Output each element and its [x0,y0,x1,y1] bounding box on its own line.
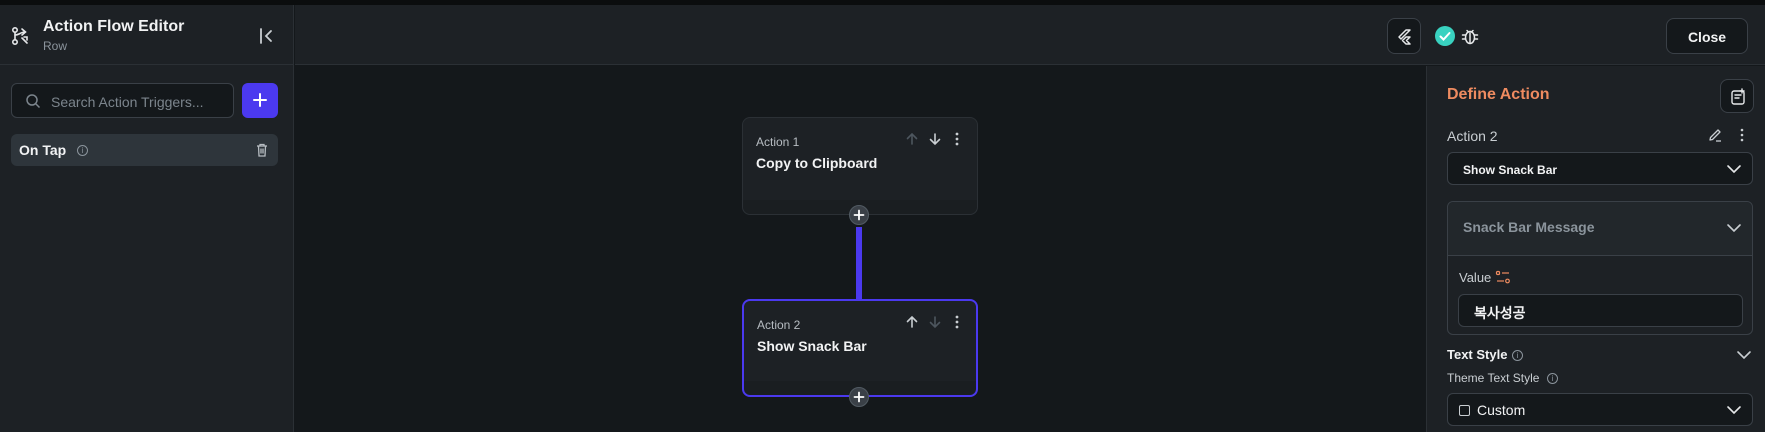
left-panel: Action Flow Editor Row Search Action Tri… [0,5,294,432]
panel-title: Define Action [1447,86,1550,103]
add-action-button[interactable] [849,387,869,407]
chevron-down-icon[interactable] [1736,349,1752,361]
plus-icon [853,209,865,221]
bug-icon[interactable] [1460,26,1480,46]
editor-title: Action Flow Editor [43,18,185,35]
arrow-down-icon[interactable] [927,314,943,330]
flow-connector [856,227,862,331]
value-input[interactable]: 복사성공 [1458,294,1743,327]
action-node-1[interactable]: Action 1 Copy to Clipboard [742,117,978,215]
chevron-down-icon [1727,165,1741,174]
search-input[interactable]: Search Action Triggers... [11,83,234,118]
action-type-value: Show Snack Bar [1463,163,1558,177]
node-name: Copy to Clipboard [756,155,878,171]
info-icon[interactable]: i [77,145,88,156]
text-style-label: Text Style [1447,347,1508,362]
close-button[interactable]: Close [1666,18,1748,54]
check-icon[interactable] [1434,25,1456,47]
arrow-down-icon[interactable] [927,131,943,147]
add-note-icon [1731,88,1745,105]
more-vert-icon[interactable] [1734,127,1750,143]
more-vert-icon[interactable] [949,131,965,147]
add-note-button[interactable] [1720,79,1754,113]
theme-text-style-select[interactable]: Custom [1447,393,1753,426]
test-mode-group [1428,18,1484,54]
node-label: Action 2 [757,318,801,332]
trigger-item-on-tap[interactable]: On Tap i [11,134,278,166]
action-flow-canvas[interactable]: Action 1 Copy to Clipboard Action 2 Show… [295,66,1425,432]
arrow-up-icon[interactable] [904,314,920,330]
snack-bar-message-group: Snack Bar Message Value 복사성공 [1447,201,1753,335]
collapse-icon[interactable] [256,25,278,47]
add-action-button[interactable] [849,205,869,225]
info-icon[interactable]: i [1547,373,1558,384]
theme-text-style-value: Custom [1477,402,1526,418]
chevron-down-icon [1727,224,1741,233]
trash-icon[interactable] [254,142,270,158]
search-placeholder: Search Action Triggers... [51,94,204,110]
flutter-button[interactable] [1387,18,1421,54]
value-text: 복사성공 [1474,305,1526,321]
variable-icon[interactable] [1495,269,1511,285]
search-icon [26,94,41,109]
close-label: Close [1687,29,1727,45]
value-label: Value [1459,270,1492,285]
node-name: Show Snack Bar [757,338,867,354]
editor-subtitle: Row [43,39,68,53]
group-header[interactable]: Snack Bar Message [1448,202,1752,256]
action-number-label: Action 2 [1447,128,1498,144]
node-label: Action 1 [756,135,800,149]
top-strip [0,0,1765,5]
custom-checkbox[interactable] [1459,405,1470,416]
group-title: Snack Bar Message [1463,219,1595,235]
theme-text-style-label: Theme Text Style [1447,371,1540,385]
arrow-up-icon[interactable] [904,131,920,147]
add-trigger-button[interactable] [242,83,278,118]
flow-icon [11,26,28,46]
chevron-down-icon [1727,406,1741,415]
top-bar: Close [295,5,1765,65]
action-type-select[interactable]: Show Snack Bar [1447,152,1753,185]
plus-icon [853,391,865,403]
plus-icon [253,93,267,107]
edit-icon[interactable] [1707,127,1723,143]
info-icon[interactable]: i [1512,350,1523,361]
action-node-2[interactable]: Action 2 Show Snack Bar [742,299,978,397]
trigger-label: On Tap [19,142,67,158]
define-action-panel: Define Action Action 2 Show Snack Bar Sn… [1426,66,1765,432]
more-vert-icon[interactable] [949,314,965,330]
left-panel-header: Action Flow Editor Row [0,5,293,65]
flutter-icon [1398,29,1411,45]
